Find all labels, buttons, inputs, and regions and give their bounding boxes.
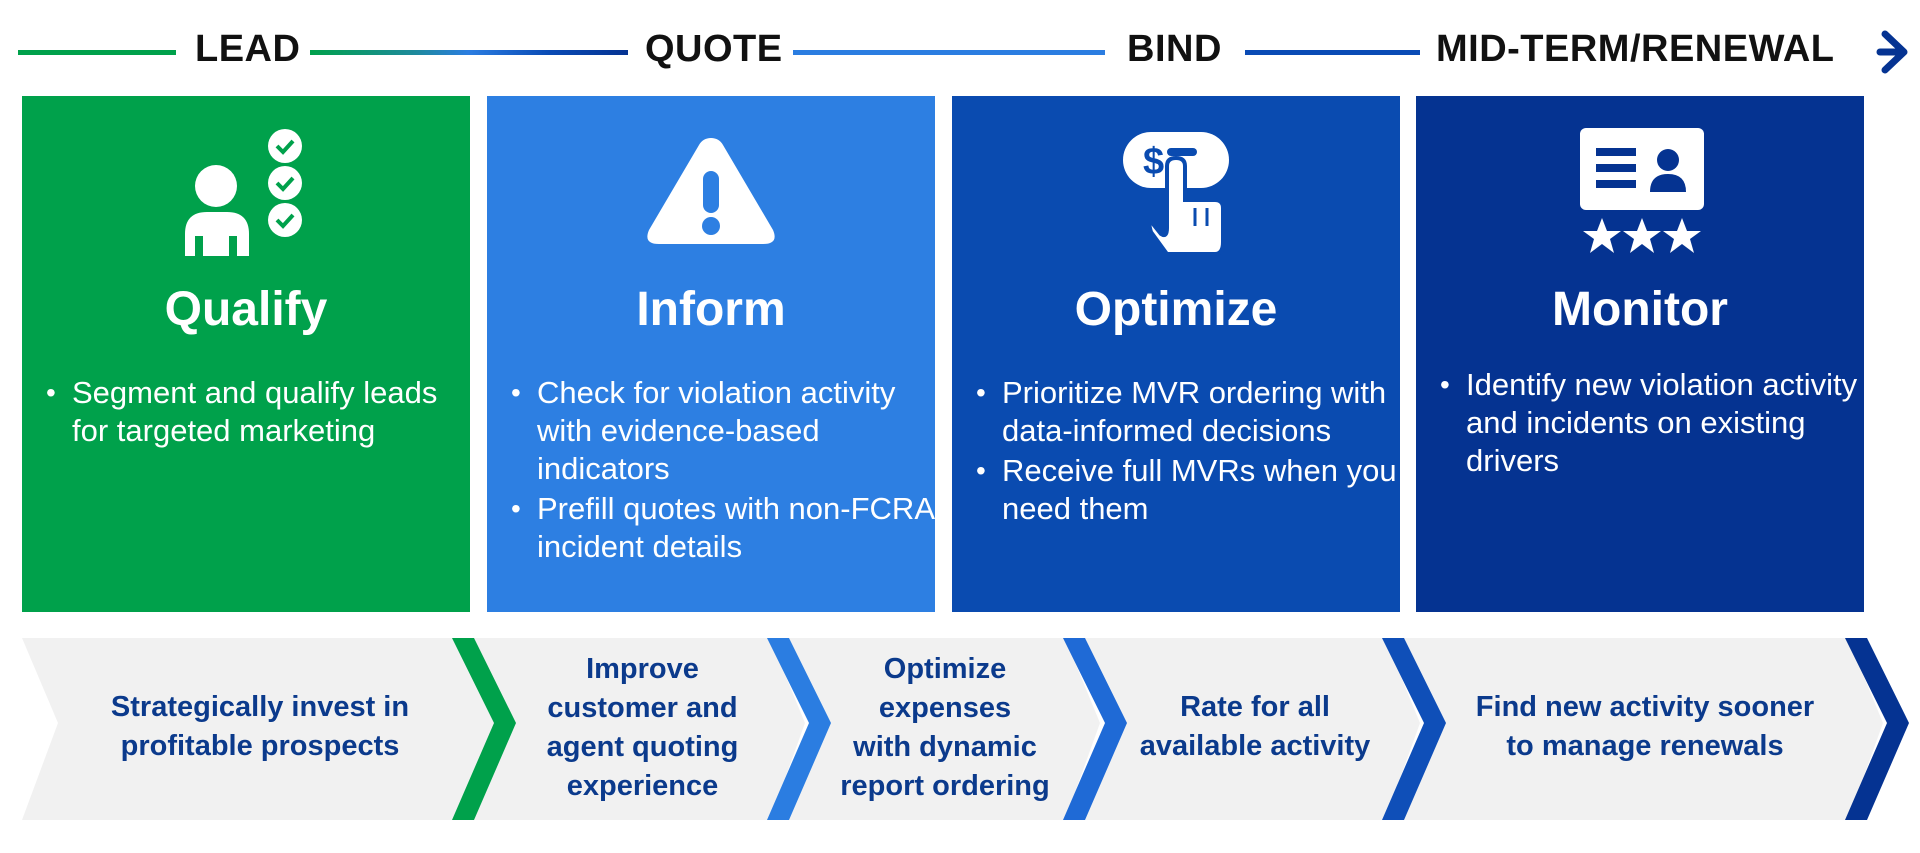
benefit-text: Find new activity sooner to manage renew… [1475, 691, 1815, 762]
card-bullets: Segment and qualify leads for targeted m… [46, 374, 482, 452]
card-qualify: Qualify Segment and qualify leads for ta… [22, 96, 470, 612]
card-monitor: Monitor Identify new violation activity … [1416, 96, 1864, 612]
stage-label-quote: QUOTE [645, 28, 783, 70]
card-bullet: Check for violation activity with eviden… [511, 374, 947, 488]
svg-text:$: $ [1143, 141, 1164, 183]
card-inform: Inform Check for violation activity with… [487, 96, 935, 612]
card-title: Monitor [1552, 283, 1728, 336]
benefit-text: Strategically invest in profitable prosp… [110, 691, 410, 762]
chevron-separator [767, 638, 831, 820]
dollar-tap-icon: $ [952, 126, 1400, 256]
benefit-text: Rate for all available activity [1139, 691, 1371, 762]
timeline-segment [310, 50, 628, 55]
chevron-panel [22, 638, 495, 820]
card-bullet: Prioritize MVR ordering with data-inform… [976, 374, 1412, 450]
id-card-rating-icon [1416, 126, 1864, 256]
warning-triangle-icon [487, 126, 935, 256]
card-title: Inform [636, 283, 786, 336]
chevron-panel [470, 638, 805, 820]
card-bullets: Check for violation activity with eviden… [511, 374, 947, 568]
chevron-separator [452, 638, 516, 820]
chevron-separator [1063, 638, 1127, 820]
stage-label-lead: LEAD [195, 28, 301, 70]
timeline-segment [793, 50, 1105, 55]
chevron-panel [1075, 638, 1420, 820]
chevron-panel [780, 638, 1100, 820]
chevron-panel [1395, 638, 1883, 820]
card-title: Optimize [1074, 283, 1278, 336]
benefit-text: Improve customer and agent quoting exper… [546, 653, 739, 802]
card-bullet: Receive full MVRs when you need them [976, 452, 1412, 528]
chevron-separator [1382, 638, 1446, 820]
card-bullet: Prefill quotes with non-FCRA incident de… [511, 490, 947, 566]
card-optimize: $ Optimize Prioritize MVR ordering with … [952, 96, 1400, 612]
timeline-segment [18, 50, 176, 55]
card-bullets: Prioritize MVR ordering with data-inform… [976, 374, 1412, 530]
timeline-segment [1245, 50, 1420, 55]
stage-label-bind: BIND [1127, 28, 1222, 70]
stage-label-mid-term-renewal: MID-TERM/RENEWAL [1436, 28, 1835, 70]
timeline-arrow-icon [1876, 30, 1908, 74]
benefit-text: Optimize expenses with dynamic report or… [840, 653, 1050, 802]
benefit-chevron-band [22, 638, 1909, 820]
card-bullet: Identify new violation activity and inci… [1440, 366, 1876, 480]
card-bullets: Identify new violation activity and inci… [1440, 366, 1876, 482]
chevron-separator [1845, 638, 1909, 820]
card-bullet: Segment and qualify leads for targeted m… [46, 374, 482, 450]
card-title: Qualify [164, 283, 328, 336]
person-checklist-icon [22, 126, 470, 256]
stage-timeline [18, 30, 1908, 74]
